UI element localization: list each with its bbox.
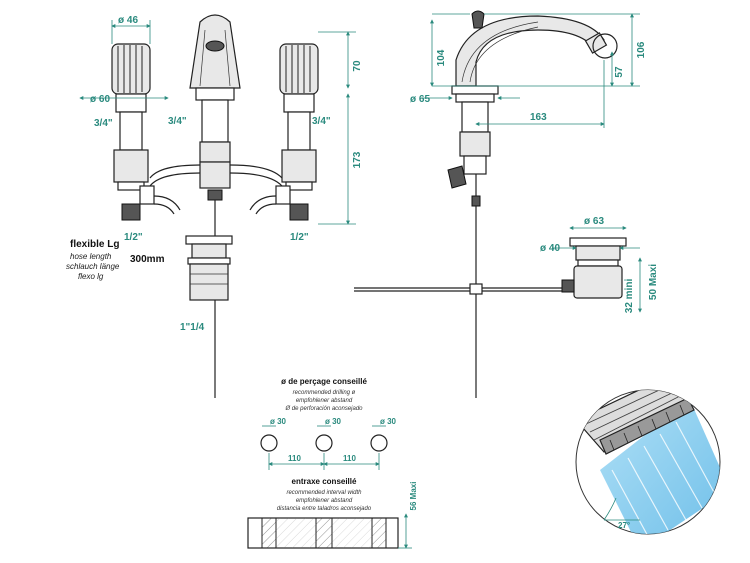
dim-spout-outlet: 57 [614,66,625,78]
thread-center: 3/4" [168,116,187,127]
drilling-line-2: empfohlener abstand [296,398,353,404]
hose-line-3: flexo lg [78,272,104,281]
hole-2-diameter: ø 30 [325,417,342,426]
hole-spacing-2: 110 [343,454,356,463]
spout-body [189,14,241,163]
thread-left-bottom: 1/2" [124,232,143,243]
drilling-template [260,425,388,470]
aerator-detail [575,389,721,535]
front-drain [185,235,233,301]
drilling-line-3: Ø de perforación aconsejado [284,406,363,412]
hose-title: flexible Lg [70,239,119,250]
hose-line-1: hose length [70,252,112,261]
dim-body-diameter: ø 60 [90,94,110,105]
dim-spout-height: 70 [352,60,363,72]
dim-spout-total: 106 [636,41,647,58]
thread-right-top: 3/4" [312,116,331,127]
dim-drain-max: 50 Maxi [648,264,659,300]
hose-line-2: schlauch länge [66,262,120,271]
dim-drain-min: 32 mini [624,279,635,314]
drilling-line-1: recommended drilling ø [293,390,356,396]
hose-length: 300mm [130,254,165,265]
side-view [354,10,642,398]
left-handle [111,43,151,221]
front-view [79,14,356,398]
thread-left-top: 3/4" [94,118,113,129]
dim-drain-head: ø 63 [584,216,604,227]
thread-right-bottom: 1/2" [290,232,309,243]
hole-spacing-1: 110 [288,454,301,463]
dim-handle-width: ø 46 [118,15,138,26]
interval-line-3: distancia entre taladros aconsejado [277,506,372,512]
interval-line-1: recommended interval width [286,490,362,496]
dim-body-height: 173 [352,151,363,168]
dim-spout-top: 104 [436,49,447,66]
dim-reach: 163 [530,112,547,123]
interval-max: 56 Maxi [409,482,418,511]
hole-3-diameter: ø 30 [380,417,397,426]
drilling-title: ø de perçage conseillé [281,377,367,386]
thread-drain: 1"1/4 [180,322,205,333]
right-handle [279,43,319,221]
detail-angle: 27° [618,521,630,530]
interval-title: entraxe conseillé [292,477,357,486]
interval-line-2: empfohlener abstand [296,498,353,504]
dim-base-diameter: ø 65 [410,94,430,105]
dim-drain-body: ø 40 [540,243,560,254]
connector-pipes [139,161,291,215]
interval-section [247,513,412,549]
hole-1-diameter: ø 30 [270,417,287,426]
